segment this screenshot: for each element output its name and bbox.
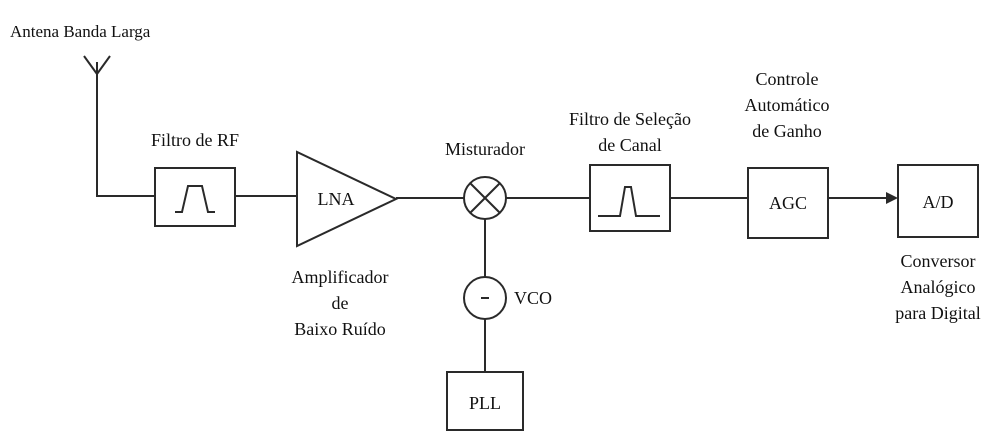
antenna-symbol <box>83 55 111 196</box>
agc-block: AGC <box>747 167 829 239</box>
agc-block-label: AGC <box>769 193 807 213</box>
lna-amplifier: LNA <box>296 150 399 248</box>
vco-symbol <box>463 276 507 320</box>
bandpass-icon <box>175 185 215 213</box>
adc-block: A/D <box>897 164 979 238</box>
pll-label: PLL <box>469 393 501 413</box>
rf-filter-label: Filtro de RF <box>151 130 239 150</box>
narrow-bandpass-icon <box>598 186 660 217</box>
agc-caption-line1: Controle <box>756 69 819 89</box>
lna-caption-line2: de <box>332 293 349 313</box>
adc-caption-line1: Conversor <box>901 251 976 271</box>
agc-caption-line2: Automático <box>745 95 830 115</box>
channel-filter-label-line1: Filtro de Seleção <box>569 109 691 129</box>
arrowhead-icon <box>886 192 898 204</box>
vco-label: VCO <box>514 288 552 308</box>
lna-caption-line3: Baixo Ruído <box>294 319 386 339</box>
agc-caption-line3: de Ganho <box>752 121 821 141</box>
channel-filter-block <box>589 164 671 232</box>
pll-block: PLL <box>446 371 524 431</box>
adc-caption-line2: Analógico <box>901 277 976 297</box>
lna-block-label: LNA <box>318 189 355 209</box>
mixer-symbol <box>463 176 507 220</box>
lna-caption-line1: Amplificador <box>292 267 389 287</box>
mixer-label: Misturador <box>445 139 525 159</box>
adc-caption-line3: para Digital <box>895 303 980 323</box>
rf-filter-block <box>154 167 236 227</box>
antenna-label: Antena Banda Larga <box>10 22 151 41</box>
channel-filter-label-line2: de Canal <box>598 135 661 155</box>
adc-block-label: A/D <box>923 192 954 212</box>
